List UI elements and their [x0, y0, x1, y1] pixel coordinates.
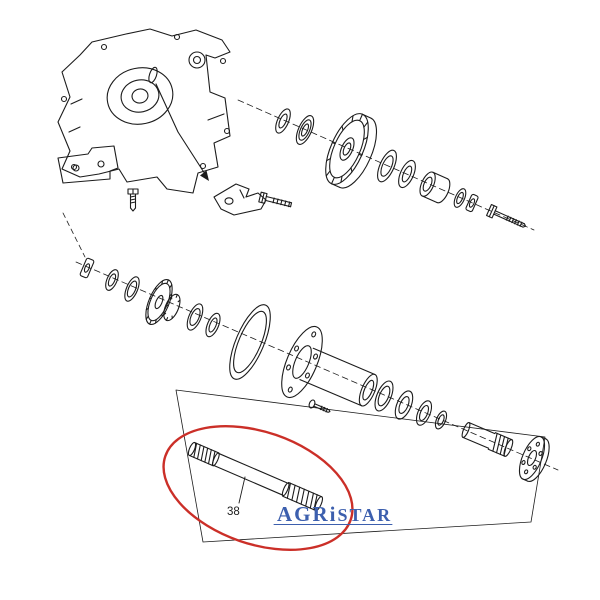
watermark-part1: AGRi — [277, 502, 338, 526]
outer-washer — [434, 410, 448, 430]
leader-line — [238, 476, 246, 504]
gasket-ring — [229, 304, 271, 380]
outer-seal — [374, 380, 394, 412]
spacer-ring — [398, 159, 416, 189]
bearing-ring — [186, 303, 204, 331]
frame-box — [175, 389, 546, 543]
housing-screw — [127, 188, 139, 212]
housing-mounting-foot — [57, 145, 119, 184]
bracket-bolt — [258, 191, 293, 208]
seal-ring — [205, 312, 221, 338]
hub-flange — [518, 435, 550, 482]
flat-washer — [105, 269, 119, 291]
thrust-washer — [275, 108, 291, 134]
retainer-ring — [124, 276, 140, 302]
part-number-label: 38 — [227, 506, 240, 518]
watermark-logo: AGRiSTAR — [277, 502, 392, 526]
axle-tube-flange — [281, 325, 378, 407]
snap-ring — [377, 149, 397, 183]
transmission-housing — [57, 28, 231, 194]
small-ring — [453, 188, 467, 208]
hex-bolt — [486, 203, 527, 228]
roller-bearing — [419, 171, 451, 204]
splined-stub-shaft — [461, 422, 514, 457]
cluster-gear — [145, 279, 181, 325]
outer-ring — [415, 400, 433, 426]
upper-centerline — [237, 99, 535, 231]
highlight-circle — [162, 424, 354, 552]
lock-plate — [465, 193, 479, 213]
drive-gear — [325, 113, 378, 189]
row-connector-line — [62, 212, 86, 258]
watermark-part2: STAR — [338, 505, 393, 525]
axle-shaft — [187, 441, 324, 512]
support-bracket — [213, 183, 267, 216]
pointer-arrow — [155, 83, 209, 181]
diagram-root: 38 AGRiSTAR — [57, 28, 559, 552]
outer-bearing — [394, 390, 414, 420]
keyed-washer — [79, 257, 95, 279]
oil-seal — [295, 115, 315, 145]
housing-bore — [106, 67, 174, 125]
